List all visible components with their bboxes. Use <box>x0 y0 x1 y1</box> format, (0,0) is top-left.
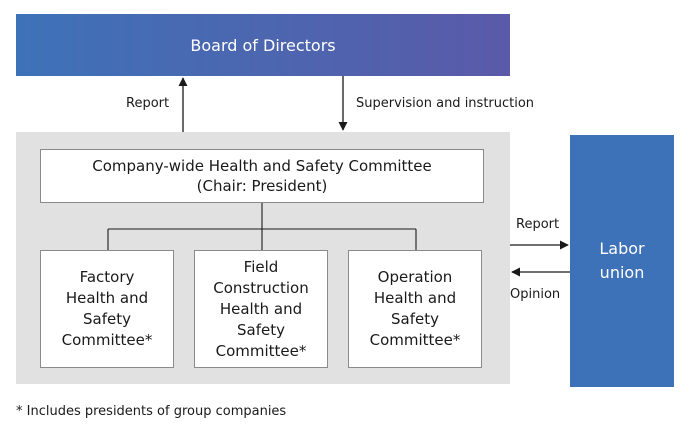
labor-union-label-line2: union <box>599 263 645 282</box>
board-of-directors-box: Board of Directors <box>16 14 510 76</box>
field-construction-committee-line: Health and <box>219 299 303 318</box>
report-up-label: Report <box>126 96 170 111</box>
field-construction-committee-box: Field Construction Health and Safety Com… <box>194 250 328 368</box>
operation-committee-line: Committee* <box>369 331 461 349</box>
committee-tree-connector <box>107 203 417 250</box>
factory-committee-line: Committee* <box>61 331 153 349</box>
board-of-directors-label: Board of Directors <box>190 35 336 55</box>
report-to-union-label: Report <box>516 217 560 232</box>
factory-committee-line: Health and <box>65 289 149 307</box>
field-construction-committee-line: Construction <box>213 278 309 297</box>
operation-committee-line: Health and <box>373 289 457 307</box>
factory-committee-line: Safety <box>83 310 131 328</box>
operation-committee-line: Operation <box>377 268 453 286</box>
labor-union-label-line1: Labor <box>599 239 645 258</box>
field-construction-committee-line: Committee* <box>215 341 307 360</box>
field-construction-committee-line: Safety <box>237 320 285 339</box>
company-wide-committee-chair: (Chair: President) <box>196 177 328 195</box>
factory-committee-line: Factory <box>79 268 135 286</box>
operation-committee-line: Safety <box>391 310 439 328</box>
opinion-from-union-label: Opinion <box>510 287 561 302</box>
supervision-instruction-label: Supervision and instruction <box>356 96 535 111</box>
company-wide-committee-box: Company-wide Health and Safety Committee… <box>40 149 484 203</box>
footnote: * Includes presidents of group companies <box>16 404 287 419</box>
labor-union-box: Labor union <box>570 135 674 387</box>
field-construction-committee-line: Field <box>243 257 279 276</box>
factory-committee-box: Factory Health and Safety Committee* <box>40 250 174 368</box>
company-wide-committee-title: Company-wide Health and Safety Committee <box>92 157 432 175</box>
operation-committee-box: Operation Health and Safety Committee* <box>348 250 482 368</box>
